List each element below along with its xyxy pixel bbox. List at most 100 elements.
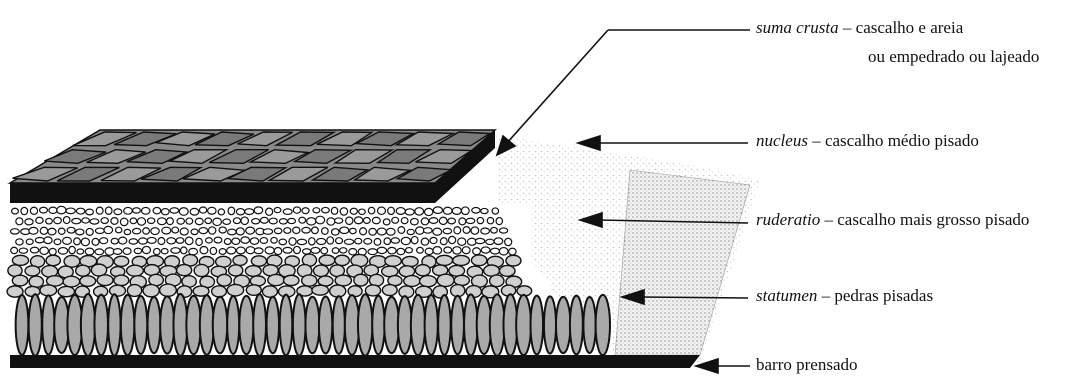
gravel-pebble	[151, 228, 160, 235]
gravel-pebble	[162, 227, 171, 234]
gravel-pebble	[313, 265, 328, 276]
gravel-pebble	[251, 256, 266, 267]
statumen-stone	[81, 294, 95, 356]
gravel-pebble	[477, 217, 483, 223]
gravel-pebble	[443, 228, 451, 233]
gravel-pebble	[331, 229, 339, 235]
gravel-pebble	[425, 208, 433, 215]
gravel-pebble	[302, 275, 317, 286]
gravel-pebble	[95, 249, 104, 255]
gravel-pebble	[210, 247, 216, 254]
gravel-pebble	[16, 239, 23, 245]
gravel-pebble	[114, 256, 129, 266]
gravel-pebble	[421, 238, 429, 245]
nucleus-desc: cascalho médio pisado	[825, 131, 979, 150]
gravel-pebble	[218, 209, 224, 215]
statumen-stone	[556, 297, 570, 353]
gravel-pebble	[97, 275, 113, 286]
gravel-pebble	[453, 247, 462, 254]
ruderatio-label: ruderatio – cascalho mais grosso pisado	[756, 210, 1029, 230]
gravel-pebble	[340, 248, 347, 253]
gravel-pebble	[58, 248, 67, 255]
statumen-stone	[596, 295, 610, 355]
gravel-pebble	[346, 217, 353, 224]
gravel-pebble	[153, 207, 161, 213]
gravel-pebble	[180, 228, 188, 235]
gravel-pebble	[100, 238, 108, 244]
gravel-pebble	[420, 276, 437, 287]
gravel-pebble	[29, 227, 38, 234]
gravel-pebble	[384, 238, 390, 245]
suma-crusta-desc: cascalho e areia	[856, 18, 964, 37]
statumen-stone	[490, 294, 505, 355]
gravel-pebble	[206, 238, 213, 243]
gravel-pebble	[134, 248, 141, 253]
statumen-stone	[29, 294, 42, 356]
gravel-pebble	[19, 248, 27, 253]
gravel-pebble	[355, 238, 362, 244]
gravel-pebble	[496, 218, 502, 225]
gravel-pebble	[397, 248, 405, 254]
gravel-pebble	[487, 217, 493, 223]
gravel-pebble	[76, 265, 90, 276]
gravel-pebble	[40, 247, 49, 254]
gravel-pebble	[113, 249, 122, 255]
gravel-pebble	[133, 228, 141, 233]
gravel-pebble	[365, 285, 380, 296]
gravel-pebble	[382, 285, 397, 296]
gravel-pebble	[449, 265, 465, 276]
gravel-pebble	[319, 255, 335, 265]
gravel-pebble	[293, 227, 300, 233]
gravel-pebble	[254, 248, 263, 254]
gravel-pebble	[372, 217, 380, 223]
gravel-pebble	[463, 227, 470, 234]
gravel-pebble	[232, 238, 240, 244]
gravel-pebble	[437, 274, 454, 286]
gravel-pebble	[509, 248, 516, 255]
gravel-pebble	[354, 217, 362, 224]
gravel-pebble	[30, 207, 37, 214]
statumen-stone	[516, 295, 531, 355]
gravel-pebble	[274, 247, 281, 254]
gravel-pebble	[63, 217, 70, 224]
gravel-pebble	[269, 218, 277, 224]
gravel-pebble	[241, 217, 248, 225]
gravel-pebble	[69, 246, 75, 253]
gravel-pebble	[186, 218, 193, 224]
statumen-stone	[239, 296, 253, 354]
gravel-pebble	[293, 207, 300, 213]
statumen-sep: –	[817, 286, 834, 305]
suma-crusta-front	[10, 183, 435, 203]
gravel-pebble	[142, 246, 150, 253]
gravel-pebble	[12, 208, 19, 214]
ruderatio-term: ruderatio	[756, 210, 820, 229]
gravel-pebble	[171, 248, 180, 254]
statumen-stone	[333, 296, 345, 354]
gravel-pebble	[101, 218, 108, 224]
gravel-pebble	[452, 207, 461, 214]
gravel-pebble	[63, 276, 80, 287]
gravel-pebble	[312, 227, 319, 234]
gravel-pebble	[392, 217, 399, 223]
gravel-pebble	[200, 247, 208, 254]
suma-crusta-term: suma crusta	[756, 18, 839, 37]
gravel-pebble	[35, 237, 44, 242]
gravel-pebble	[335, 255, 349, 265]
gravel-pebble	[119, 237, 127, 244]
gravel-pebble	[312, 285, 329, 295]
gravel-pebble	[481, 247, 490, 253]
gravel-pebble	[303, 249, 311, 254]
statumen-stone	[398, 296, 412, 354]
gravel-pebble	[350, 208, 357, 214]
statumen-stone	[319, 296, 332, 353]
gravel-pebble	[405, 248, 412, 253]
gravel-pebble	[233, 255, 247, 265]
statumen-stone	[451, 296, 464, 355]
gravel-pebble	[415, 208, 424, 215]
gravel-pebble	[388, 247, 397, 254]
gravel-pebble	[208, 207, 216, 214]
gravel-pebble	[185, 237, 193, 244]
gravel-pebble	[350, 228, 357, 233]
gravel-pebble	[214, 237, 222, 243]
gravel-pebble	[213, 218, 222, 225]
